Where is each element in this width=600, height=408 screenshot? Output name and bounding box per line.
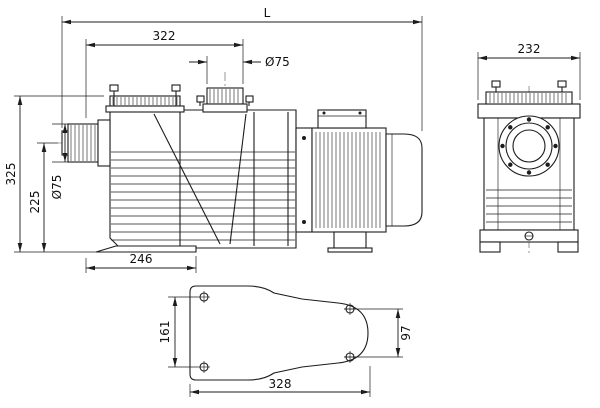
dim-label-foot-span: 161 [158, 321, 172, 344]
dim-top-port-diameter: Ø75 [189, 55, 290, 84]
motor-foot [333, 231, 367, 249]
volute-cone-detail [153, 110, 289, 248]
lid-knob-left [109, 84, 119, 92]
side-view [58, 72, 423, 253]
port-knob-left [196, 95, 205, 103]
port-flange [202, 103, 248, 113]
dim-base-length-246: 246 [85, 252, 197, 273]
dim-label-foot-offset: 97 [399, 325, 413, 340]
lid-knurling [112, 97, 178, 105]
dim-label-top-width: 322 [153, 29, 176, 43]
motor-fins [315, 132, 381, 228]
inlet-union-nut [97, 119, 111, 167]
flange-bolts [500, 117, 558, 175]
dim-label-base-length: 246 [130, 252, 153, 266]
seal-bolt-top [302, 136, 306, 140]
dim-label-overall-length: L [264, 6, 271, 20]
pump-feet [95, 231, 373, 253]
lid-flange [105, 105, 185, 113]
pump-casing [109, 109, 297, 249]
dim-inlet-height-225: 225 [28, 142, 58, 252]
dim-overall-length: L [61, 6, 423, 131]
dim-foot-span-161: 161 [158, 296, 198, 368]
motor-frame [311, 127, 387, 233]
seal-bolt-bottom [302, 220, 306, 224]
end-knob-left [491, 80, 501, 88]
dim-label-top-port-diameter: Ø75 [265, 55, 290, 69]
end-lid-clamp [485, 91, 573, 105]
lid-knob-right [171, 84, 181, 92]
dim-label-inlet-height: 225 [28, 191, 42, 214]
flange-bore-circle [512, 129, 546, 163]
port-threads [209, 89, 239, 103]
flange-outer-circle [498, 115, 560, 177]
dim-foot-offset-97: 97 [344, 308, 413, 358]
end-foot-right [557, 241, 579, 253]
dim-end-width-232: 232 [477, 42, 581, 100]
dim-inlet-diameter: Ø75 [50, 123, 72, 200]
fan-cover [385, 133, 423, 227]
motor-body [311, 109, 387, 233]
end-clamp-knurling [489, 93, 567, 103]
end-ribs [486, 189, 572, 223]
dimensions: L 322 Ø75 325 225 [4, 6, 581, 397]
mounting-hole [198, 361, 210, 373]
seal-housing-body [295, 127, 313, 233]
motor-foot-pad [327, 247, 373, 253]
dim-total-height-325: 325 [4, 95, 104, 253]
inlet-union [61, 119, 111, 167]
port-knob-right [245, 95, 254, 103]
footprint-view [189, 285, 369, 381]
port-connector [206, 87, 244, 105]
inlet-threads [70, 125, 96, 161]
fan-cover-shell [385, 133, 423, 227]
dim-label-inlet-diameter: Ø75 [50, 175, 64, 200]
discharge-port [196, 87, 254, 113]
suction-flange [498, 115, 560, 177]
dim-label-total-height: 325 [4, 163, 18, 186]
end-view [477, 80, 581, 256]
flange-mid-circle [505, 122, 553, 170]
terminal-box-screw-left [322, 111, 326, 115]
dim-label-plate-length: 328 [269, 377, 292, 391]
dim-label-end-width: 232 [518, 42, 541, 56]
casing-ribs [111, 151, 295, 241]
strainer-lid [105, 84, 185, 113]
end-knob-right [557, 80, 567, 88]
dim-plate-length-328: 328 [189, 366, 371, 397]
mounting-hole [198, 291, 210, 303]
seal-housing [295, 127, 313, 233]
end-foot-left [479, 241, 501, 253]
terminal-box [317, 109, 367, 129]
terminal-box-screw-right [358, 111, 362, 115]
front-foot [95, 245, 197, 253]
baseplate-outline [189, 285, 369, 381]
